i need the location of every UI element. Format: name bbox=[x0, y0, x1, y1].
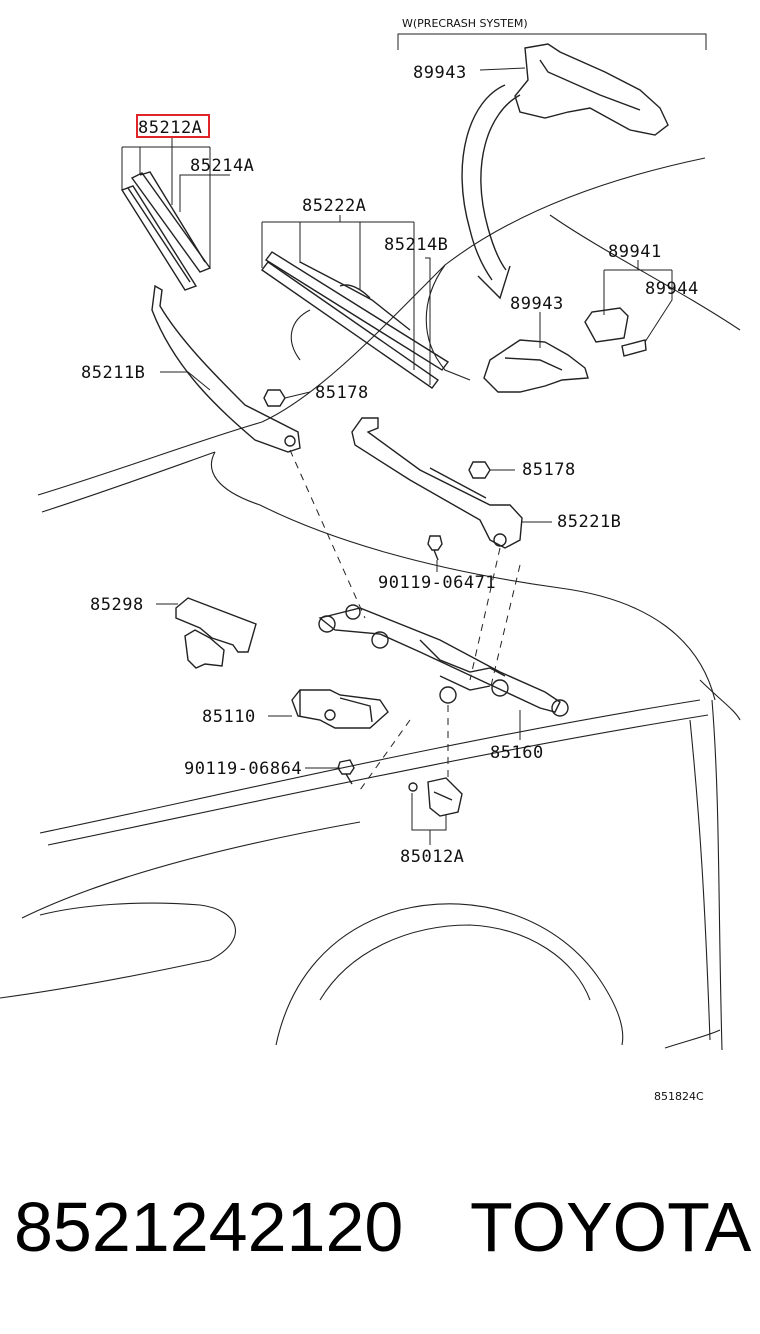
label-90119-06471: 90119-06471 bbox=[378, 573, 496, 593]
cover-85298 bbox=[175, 597, 257, 669]
label-85221b: 85221B bbox=[557, 512, 621, 532]
nut-85178-a bbox=[263, 389, 286, 407]
bolt-90119-06864 bbox=[337, 759, 355, 785]
wiper-arm-85221b bbox=[351, 417, 523, 549]
label-85178-b: 85178 bbox=[522, 460, 576, 480]
label-85212a: 85212A bbox=[138, 118, 202, 138]
leader-lines bbox=[121, 33, 707, 845]
label-89943-top: 89943 bbox=[413, 63, 467, 83]
label-85214b: 85214B bbox=[384, 235, 448, 255]
bolt-90119-06471 bbox=[427, 535, 443, 561]
note-label: W(PRECRASH SYSTEM) bbox=[402, 17, 528, 30]
label-90119-06864: 90119-06864 bbox=[184, 759, 302, 779]
part-number: 8521242120 bbox=[14, 1188, 404, 1266]
label-85214a: 85214A bbox=[190, 156, 254, 176]
guide-lines bbox=[289, 449, 521, 791]
car-body-outline bbox=[0, 157, 741, 1051]
label-85012a: 85012A bbox=[400, 847, 464, 867]
label-89941: 89941 bbox=[608, 242, 662, 262]
label-89943-mid: 89943 bbox=[510, 294, 564, 314]
label-89944: 89944 bbox=[645, 279, 699, 299]
diagram-code: 851824C bbox=[654, 1090, 704, 1103]
nut-85178-b bbox=[468, 461, 491, 479]
label-85178-a: 85178 bbox=[315, 383, 369, 403]
arrow-icon bbox=[461, 84, 521, 300]
part-labels: W(PRECRASH SYSTEM) 89943 85212A 85214A 8… bbox=[81, 17, 704, 1103]
brand-name: TOYOTA bbox=[470, 1188, 752, 1266]
label-85298: 85298 bbox=[90, 595, 144, 615]
wiper-arm-85211b bbox=[151, 284, 301, 453]
wiper-blade-85212a bbox=[120, 171, 212, 291]
wiper-blade-85222a bbox=[261, 251, 450, 389]
sensor-bracket-89943-mid bbox=[483, 339, 589, 393]
label-85211b: 85211B bbox=[81, 363, 145, 383]
label-85160: 85160 bbox=[490, 743, 544, 763]
label-85222a: 85222A bbox=[302, 196, 366, 216]
wiper-linkage-85160 bbox=[318, 604, 569, 717]
highlight-box bbox=[136, 114, 210, 138]
wiper-motor-85110 bbox=[291, 689, 389, 729]
relay-85012a bbox=[408, 777, 463, 817]
sensor-89941 bbox=[584, 307, 629, 343]
label-85110: 85110 bbox=[202, 707, 256, 727]
sensor-bracket-89943-top bbox=[514, 43, 669, 136]
pad-89944 bbox=[621, 339, 647, 357]
